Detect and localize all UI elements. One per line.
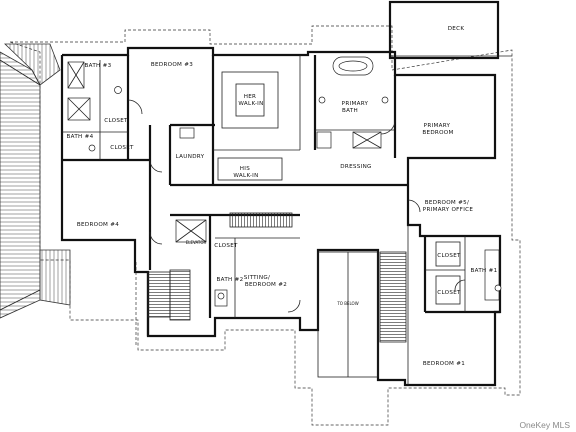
label-primary-bath-line1: PRIMARY bbox=[342, 101, 369, 107]
label-sitting-line2: BEDROOM #2 bbox=[245, 282, 287, 288]
label-sitting-line1: SITTING/ bbox=[244, 275, 270, 281]
roof-left bbox=[0, 43, 71, 319]
label-elevator: ELEVATOR bbox=[186, 240, 207, 245]
label-his-walk-in-line2: WALK-IN bbox=[233, 173, 258, 179]
label-dressing: DRESSING bbox=[340, 164, 371, 170]
closet-outlines bbox=[217, 71, 461, 305]
label-bath-4: BATH #4 bbox=[67, 134, 94, 140]
label-closet-b1-upper: CLOSET bbox=[437, 253, 461, 259]
label-deck: DECK bbox=[448, 26, 465, 32]
label-her-walk-in-line1: HER bbox=[244, 94, 257, 100]
deck bbox=[388, 0, 512, 60]
fixtures bbox=[67, 56, 502, 307]
label-laundry: LAUNDRY bbox=[176, 154, 205, 160]
label-primary-bath-line2: BATH bbox=[342, 108, 358, 114]
stairs bbox=[147, 212, 407, 343]
label-bath-1: BATH #1 bbox=[471, 268, 498, 274]
label-sitting-bedroom-2: SITTING/ BEDROOM #2 bbox=[244, 275, 287, 288]
label-bedroom-4: BEDROOM #4 bbox=[77, 222, 119, 228]
label-bedroom-5: BEDROOM #5/ PRIMARY OFFICE bbox=[423, 200, 474, 213]
label-her-walk-in: HER WALK-IN bbox=[238, 94, 263, 107]
watermark: OneKey MLS bbox=[519, 420, 570, 430]
label-bedroom-1: BEDROOM #1 bbox=[423, 361, 465, 367]
label-primary-bedroom-line2: BEDROOM bbox=[422, 130, 453, 136]
label-his-walk-in: HIS WALK-IN bbox=[233, 166, 258, 179]
label-bedroom-3: BEDROOM #3 bbox=[151, 62, 193, 68]
label-bath-2: BATH #2 bbox=[217, 277, 244, 283]
label-bath-3: BATH #3 bbox=[85, 63, 112, 69]
label-closet-sitting: CLOSET bbox=[214, 243, 238, 249]
label-bedroom-5-line1: BEDROOM #5/ bbox=[425, 200, 469, 206]
label-primary-bedroom: PRIMARY BEDROOM bbox=[422, 123, 453, 136]
label-closet-b4-upper: CLOSET bbox=[104, 118, 128, 124]
label-his-walk-in-line1: HIS bbox=[240, 166, 250, 172]
label-primary-bedroom-line1: PRIMARY bbox=[424, 123, 451, 129]
label-to-below: TO BELOW bbox=[336, 301, 358, 306]
door-swings bbox=[127, 99, 466, 313]
label-closet-b4-lower: CLOSET bbox=[110, 145, 134, 151]
open-to-below bbox=[317, 251, 379, 378]
label-bedroom-5-line2: PRIMARY OFFICE bbox=[423, 207, 474, 213]
label-her-walk-in-line2: WALK-IN bbox=[238, 101, 263, 107]
room-labels: DECK BATH #3 BEDROOM #3 BATH #4 CLOSET C… bbox=[67, 26, 498, 367]
label-closet-b1-lower: CLOSET bbox=[437, 290, 461, 296]
roof-outline bbox=[9, 25, 521, 426]
label-primary-bath: PRIMARY BATH bbox=[342, 101, 371, 114]
